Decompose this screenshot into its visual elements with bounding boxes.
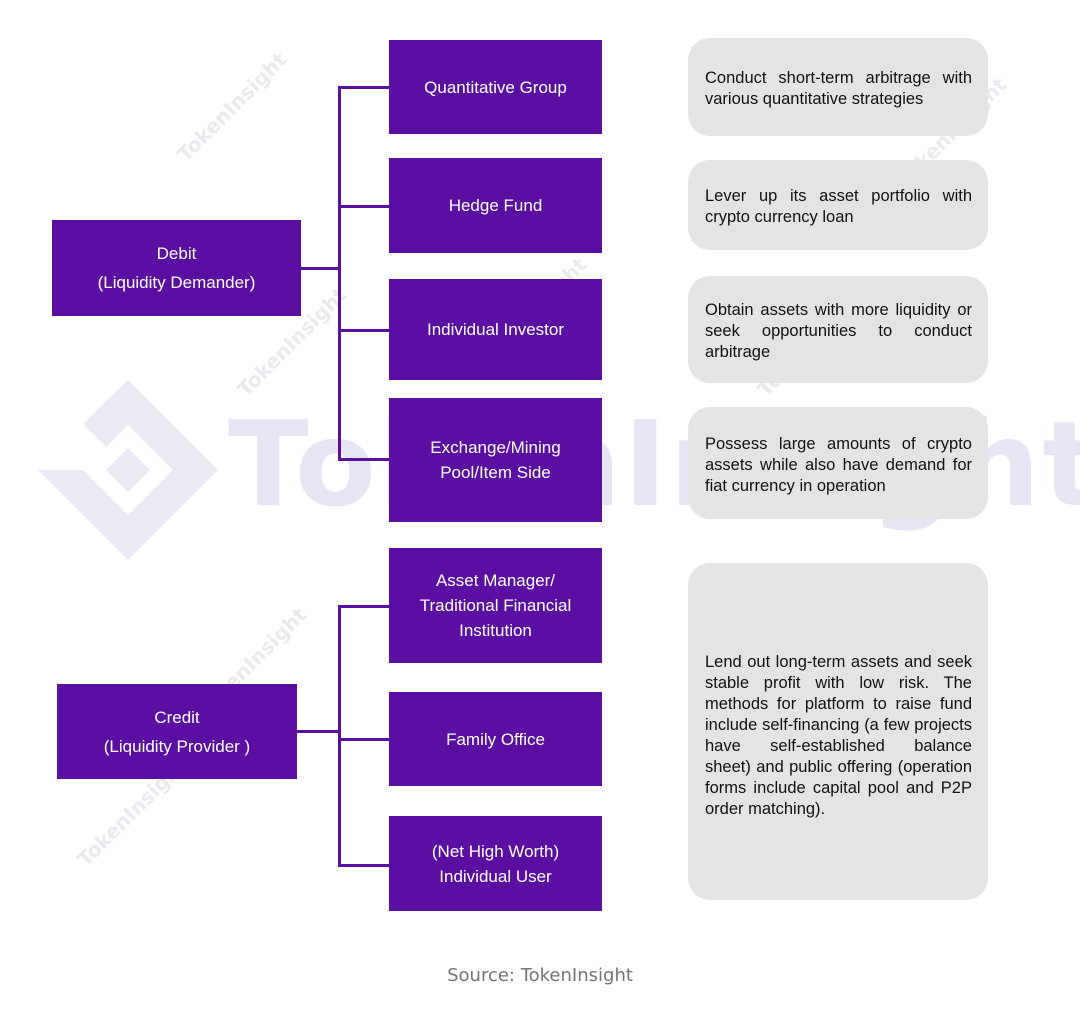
connector-line — [338, 605, 341, 867]
connector-line — [338, 86, 390, 89]
connector-line — [301, 267, 341, 270]
watermark-logo-icon — [38, 380, 218, 560]
debit-root-box: Debit (Liquidity Demander) — [52, 220, 301, 316]
desc-hedge-fund: Lever up its asset portfolio with crypto… — [688, 160, 988, 250]
connector-line — [297, 730, 341, 733]
individual-user-box: (Net High Worth) Individual User — [389, 816, 602, 911]
family-office-box: Family Office — [389, 692, 602, 786]
individual-investor-box: Individual Investor — [389, 279, 602, 380]
desc-credit-providers: Lend out long-term assets and seek stabl… — [688, 563, 988, 900]
hedge-fund-box: Hedge Fund — [389, 158, 602, 253]
watermark-text: TokenInsight — [172, 47, 292, 167]
asset-manager-box: Asset Manager/ Traditional Financial Ins… — [389, 548, 602, 663]
desc-quantitative-group: Conduct short-term arbitrage with variou… — [688, 38, 988, 136]
source-caption: Source: TokenInsight — [447, 965, 633, 986]
connector-line — [338, 605, 390, 608]
credit-root-box: Credit (Liquidity Provider ) — [57, 684, 297, 779]
connector-line — [338, 458, 390, 461]
desc-exchange-mining: Possess large amounts of crypto assets w… — [688, 407, 988, 519]
quantitative-group-box: Quantitative Group — [389, 40, 602, 134]
connector-line — [338, 86, 341, 461]
connector-line — [338, 329, 390, 332]
desc-individual-investor: Obtain assets with more liquidity or see… — [688, 276, 988, 383]
exchange-mining-box: Exchange/Mining Pool/Item Side — [389, 398, 602, 522]
connector-line — [338, 864, 390, 867]
connector-line — [338, 205, 390, 208]
connector-line — [338, 738, 390, 741]
